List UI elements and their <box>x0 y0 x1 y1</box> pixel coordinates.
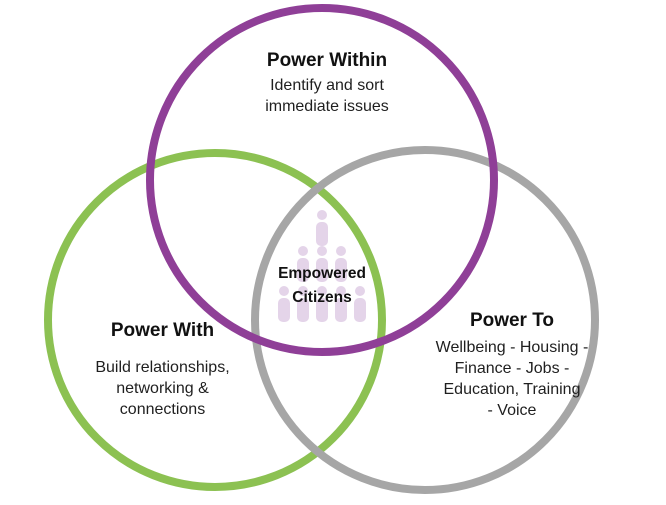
circle-power-with <box>44 149 386 491</box>
person-body-icon <box>335 298 347 322</box>
power-to-description: Wellbeing - Housing - Finance - Jobs - E… <box>392 337 632 421</box>
person-head-icon <box>355 286 365 296</box>
power-with-line: connections <box>119 401 206 419</box>
person-head-icon <box>317 246 327 256</box>
person-body-icon <box>316 222 328 246</box>
power-to-line: Wellbeing - Housing - <box>435 339 589 357</box>
power-within-description: Identify and sort immediate issues <box>222 75 432 117</box>
power-within-title: Power Within <box>266 50 388 71</box>
power-to-label: Power To Wellbeing - Housing - Finance -… <box>392 308 632 422</box>
person-body-icon <box>316 298 328 322</box>
person-body-icon <box>297 298 309 322</box>
power-to-line: Finance - Jobs - <box>454 360 570 378</box>
power-with-line: Build relationships, <box>95 359 230 377</box>
power-with-title: Power With <box>110 320 215 341</box>
power-within-label: Power Within Identify and sort immediate… <box>222 48 432 117</box>
person-body-icon <box>297 258 309 282</box>
power-within-line: Identify and sort <box>270 77 384 95</box>
power-within-line: immediate issues <box>265 98 389 116</box>
power-to-line: - Voice <box>487 402 537 420</box>
power-to-line: Education, Training <box>443 381 581 399</box>
person-body-icon <box>316 258 328 282</box>
person-head-icon <box>317 210 327 220</box>
person-head-icon <box>298 286 308 296</box>
circle-power-within <box>146 4 498 356</box>
power-to-title: Power To <box>469 310 555 331</box>
center-line: Empowered <box>278 265 366 282</box>
power-with-label: Power With Build relationships, networki… <box>70 318 255 420</box>
person-body-icon <box>278 298 290 322</box>
center-line: Citizens <box>292 289 352 307</box>
person-head-icon <box>279 286 289 296</box>
empowered-citizens-label: Empowered Citizens <box>252 262 392 310</box>
person-head-icon <box>336 286 346 296</box>
people-crowd-icon <box>278 210 366 322</box>
person-body-icon <box>335 258 347 282</box>
person-head-icon <box>298 246 308 256</box>
circle-power-to <box>251 146 599 494</box>
person-head-icon <box>336 246 346 256</box>
person-body-icon <box>354 298 366 322</box>
power-with-description: Build relationships, networking & connec… <box>70 357 255 420</box>
power-with-line: networking & <box>116 380 209 398</box>
person-head-icon <box>317 286 327 296</box>
